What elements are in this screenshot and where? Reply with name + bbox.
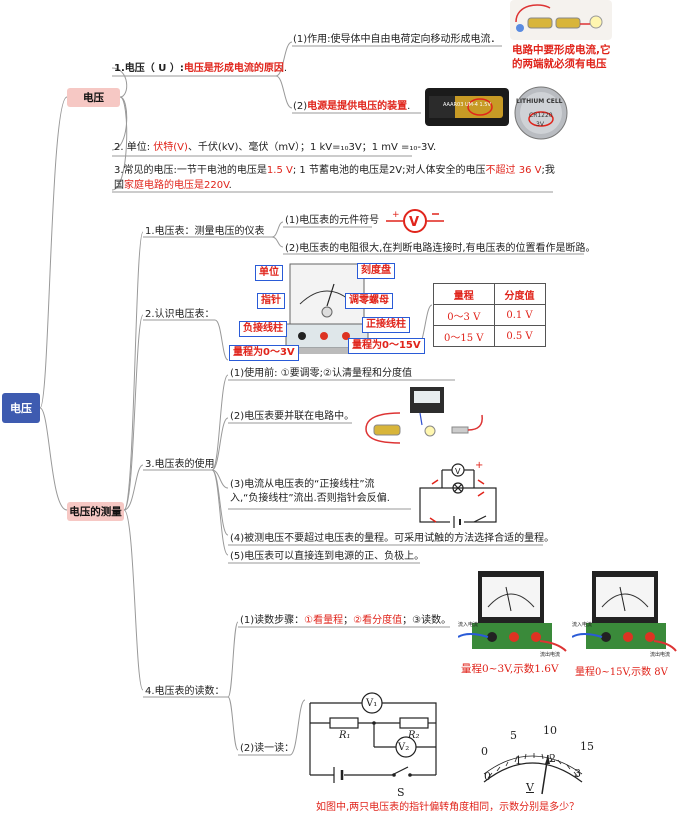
dial-bottom-3: 3 [574,767,581,780]
voltage-node-2[interactable]: 2. 单位: 伏特(V)、千伏(kV)、毫伏（mV）；1 kV=₁₀3V；1 m… [114,142,437,153]
coin-cell-text-1: LITHIUM CELL [516,98,563,105]
mini-label-in: 流入电流 [458,622,479,628]
circuit-label-switch: S [397,786,405,799]
measure-node-2[interactable]: 2.认识电压表： [145,309,215,320]
voltmeter-3v-drawing [457,571,567,652]
current-direction-circuit: V + [419,460,497,528]
svg-text:+: + [392,210,400,220]
hub-measure[interactable]: 电压的测量 [67,502,124,521]
voltage-note-line2: 的两端就必须有电压 [512,58,607,70]
voltage-note-line1: 电路中要形成电流,它 [512,44,611,56]
dial-bottom-2: 2 [549,752,556,765]
two-voltmeter-circuit [309,692,437,783]
voltage-node-1[interactable]: 1.电压（ U ）:电压是形成电流的原因. [114,63,288,74]
coin-cell-text-2: CR1220 [529,112,553,119]
hub-voltage-label: 电压 [83,92,104,104]
label-dial: 刻度盘 [357,263,395,279]
measure-node-1b[interactable]: (2)电压表的电阻很大,在判断电路连接时,有电压表的位置看作是断路。 [285,243,596,254]
parallel-circuit-drawing [365,387,483,444]
voltmeter-15v-drawing [571,571,677,652]
voltage-node-1b[interactable]: (2)电源是提供电压的装置. [293,101,411,112]
table-cell: 0～15 V [433,325,495,347]
voltage-node-1a[interactable]: (1)作用:使导体中自由电荷定向移动形成电流． [293,34,501,45]
measure-node-3c-line1[interactable]: (3)电流从电压表的“正接线柱”流 [230,479,375,490]
dial-top-5: 5 [510,729,517,742]
lamp-circuit-image [510,0,612,40]
label-zero-screw: 调零螺母 [345,293,393,309]
label-range-15v: 量程为0～15V [348,338,425,354]
dial-unit-v: V [526,781,534,794]
root-label: 电压 [10,402,32,415]
circuit-label-r2: R₂ [408,730,420,741]
parallel-circuit-image [360,385,488,447]
coin-cell-drawing [514,86,568,140]
coin-cell-text-3: 3V [536,121,544,128]
range-table: 量程 分度值 0～3 V 0.1 V 0～15 V 0.5 V [433,283,546,347]
table-cell: 0.1 V [493,304,546,326]
dial-top-15: 15 [580,740,594,753]
measure-node-4a[interactable]: (1)读数步骤：①看量程；②看分度值；③读数。 [240,615,452,626]
aa-battery-image: AAAR03 UM-4 1.5V [425,88,509,126]
table-cell: 0～3 V [433,304,495,326]
label-positive-terminal: 正接线柱 [362,317,410,333]
table-row: 0～3 V 0.1 V [433,304,546,326]
reading-caption-3v: 量程0~3V,示数1.6V [461,663,559,675]
hub-voltage[interactable]: 电压 [67,88,120,107]
voltmeter-symbol: V + [386,209,444,233]
aa-battery-drawing [429,96,503,118]
coin-cell-image: LITHIUM CELL CR1220 3V [511,85,571,141]
measure-node-3d[interactable]: (4)被测电压不要超过电压表的量程。可采用试触的方法选择合适的量程。 [230,533,555,544]
measure-node-3b[interactable]: (2)电压表要并联在电路中。 [230,411,355,422]
hub-measure-label: 电压的测量 [69,506,122,518]
measure-node-3e[interactable]: (5)电压表可以直接连到电源的正、负极上。 [230,551,425,562]
measure-node-3c-line2[interactable]: 入,“负接线柱”流出.否则指针会反偏. [230,493,390,504]
voltmeter-reading-3v: 流入电流 流出电流 [457,567,568,659]
svg-text:V: V [409,215,419,230]
circuit-label-v2: V₂ [398,742,410,753]
mini-label-in: 流入电流 [572,622,593,628]
voltage-node-3-line1[interactable]: 3.常见的电压:一节干电池的电压是1.5 V; 1 节蓄电池的电压是2V;对人体… [114,165,555,176]
measure-node-3[interactable]: 3.电压表的使用 [145,459,215,470]
label-negative-terminal: 负接线柱 [239,321,287,337]
circuit-label-r1: R₁ [339,730,351,741]
reading-caption-15v: 量程0~15V,示数 8V [575,667,668,678]
lamp-circuit-drawing [515,4,603,32]
label-unit: 单位 [255,265,283,281]
measure-node-1a[interactable]: (1)电压表的元件符号 [285,215,380,226]
measure-node-3a[interactable]: (1)使用前: ①要调零;②认清量程和分度值 [230,368,413,379]
measure-node-4[interactable]: 4.电压表的读数： [145,686,225,697]
root-node[interactable]: 电压 [2,393,40,423]
measure-node-1[interactable]: 1.电压表：测量电压的仪表 [145,226,265,237]
voltage-node-3-line2[interactable]: 国家庭电路的电压是220V. [114,180,232,191]
mini-label-out: 流出电流 [650,652,671,658]
voltmeter-dial [483,753,583,795]
table-row: 0～15 V 0.5 V [433,325,546,347]
table-cell: 0.5 V [493,325,546,347]
table-row: 量程 分度值 [433,283,546,305]
dial-bottom-1: 1 [515,754,522,767]
table-header-division: 分度值 [493,283,546,305]
circuit-label-v1: V₁ [366,698,378,709]
measure-node-4b[interactable]: (2)读一读： [240,743,295,754]
dial-top-10: 10 [543,724,557,737]
reading-question: 如图中,两只电压表的指针偏转角度相同，示数分别是多少？ [316,802,580,813]
svg-text:V: V [455,467,461,476]
dial-bottom-0: 0 [484,770,491,783]
dial-top-0: 0 [481,745,488,758]
svg-text:+: + [475,460,483,471]
aa-battery-text: AAAR03 UM-4 1.5V [443,102,491,108]
label-pointer: 指针 [257,293,285,309]
table-header-range: 量程 [433,283,495,305]
voltmeter-reading-15v: 流入电流 流出电流 [571,567,678,659]
mini-label-out: 流出电流 [540,652,561,658]
label-range-3v: 量程为0～3V [229,345,299,361]
